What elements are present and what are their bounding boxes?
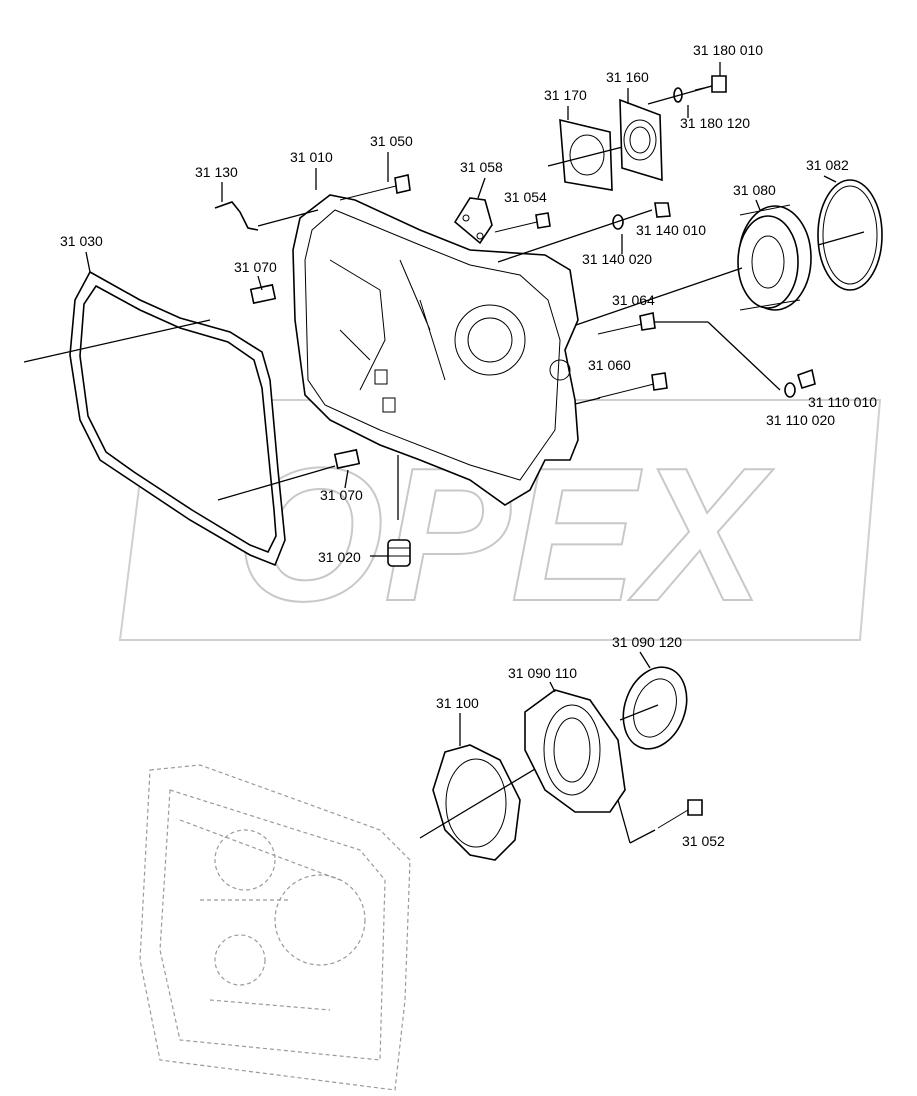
- part-31010-housing: [292, 194, 579, 506]
- label-31170: 31 170: [544, 87, 587, 103]
- label-31090120: 31 090 120: [612, 634, 682, 650]
- label-31020: 31 020: [318, 549, 361, 565]
- leader-lines: [85, 62, 837, 746]
- part-31090110-cover: [524, 689, 626, 813]
- label-31110010: 31 110 010: [808, 394, 877, 410]
- part-31140010-plug: [654, 202, 671, 218]
- part-31130-pipe: [214, 201, 259, 231]
- part-31050-bolt: [339, 174, 411, 201]
- label-31060: 31 060: [588, 357, 631, 373]
- part-31100-gasket: [432, 744, 521, 861]
- label-31140010: 31 140 010: [636, 222, 706, 238]
- part-31064-bolt: [597, 312, 656, 335]
- reference-housing-outline: [139, 764, 411, 1091]
- part-31054-bolt: [494, 212, 551, 233]
- label-31082: 31 082: [806, 157, 849, 173]
- part-31052-bolt: [657, 799, 703, 829]
- part-31110010-plug: [797, 368, 816, 389]
- label-31010: 31 010: [290, 149, 333, 165]
- part-31080-bearing: [737, 204, 812, 311]
- label-31080: 31 080: [733, 182, 776, 198]
- label-31070-lower: 31 070: [320, 487, 363, 503]
- label-31030: 31 030: [60, 233, 103, 249]
- label-31160: 31 160: [606, 69, 649, 85]
- label-31180010: 31 180 010: [693, 42, 763, 58]
- part-31058-bracket: [453, 197, 493, 245]
- label-31180120: 31 180 120: [680, 115, 750, 131]
- part-31170-gasket: [559, 118, 613, 191]
- label-31050: 31 050: [370, 133, 413, 149]
- label-31064: 31 064: [612, 292, 655, 308]
- label-31110020: 31 110 020: [766, 412, 835, 428]
- part-31070-dowel-upper: [249, 283, 277, 305]
- label-31070-upper: 31 070: [234, 259, 277, 275]
- part-31030-gasket: [69, 270, 286, 567]
- part-31160-cover: [619, 98, 663, 182]
- part-31090120-seal: [622, 666, 688, 750]
- part-31060-bolt: [597, 372, 668, 399]
- label-31058: 31 058: [460, 159, 503, 175]
- label-31140020: 31 140 020: [582, 251, 652, 267]
- label-31054: 31 054: [504, 189, 547, 205]
- label-31090110: 31 090 110: [508, 665, 577, 681]
- label-31052: 31 052: [682, 833, 725, 849]
- part-31070-dowel-lower: [333, 448, 361, 470]
- label-31130: 31 130: [195, 164, 238, 180]
- part-31110020-washer: [784, 382, 796, 398]
- part-31082-ring: [817, 179, 883, 291]
- part-31020-plug: [387, 539, 411, 567]
- label-31100: 31 100: [436, 695, 479, 711]
- part-labels: 31 180 010 31 160 31 170 31 180 120 31 0…: [60, 42, 877, 849]
